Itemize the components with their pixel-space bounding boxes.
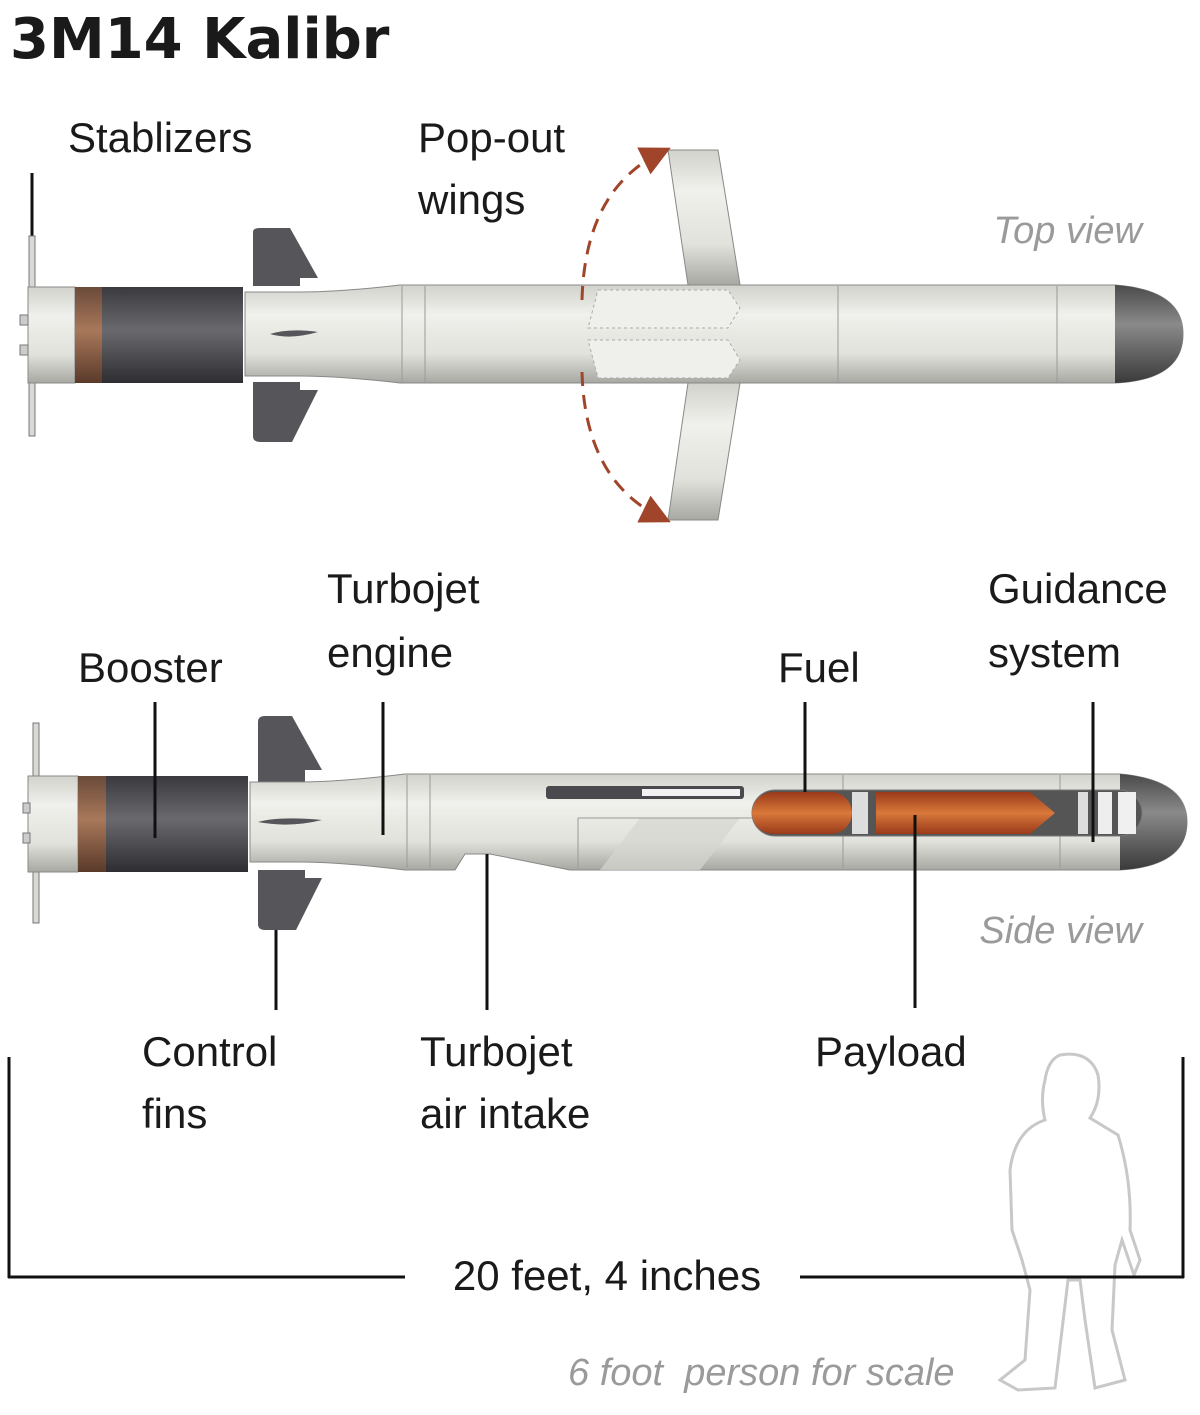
label-guidance-2: system [988,629,1121,676]
label-fins-1: Control [142,1028,277,1075]
label-engine-1: Turbojet [327,565,480,612]
person-silhouette [997,1052,1142,1392]
label-intake-1: Turbojet [420,1028,573,1075]
label-booster: Booster [78,644,223,691]
label-guidance-1: Guidance [988,565,1168,612]
side-view-label: Side view [979,910,1144,952]
booster-rings [78,776,106,872]
booster-cap [27,775,79,873]
booster [106,776,248,872]
label-wings-2: wings [417,176,525,223]
label-fins-2: fins [142,1090,207,1137]
control-fin-top [258,716,322,782]
wing-deploy-arrow-top [580,147,671,301]
side-view-missile [22,716,1188,930]
wing-deploy-arrow-bottom [580,371,671,523]
length-bracket [7,1057,1185,1279]
fuel-tank [752,792,852,834]
nose-cone [1115,285,1183,383]
label-stabilizers: Stablizers [68,114,252,161]
label-payload: Payload [815,1028,967,1075]
length-label: 20 feet, 4 inches [453,1252,761,1299]
person-scale-note: 6 foot person for scale [568,1352,955,1394]
folded-wing [587,289,741,329]
label-fuel: Fuel [778,644,860,691]
control-fin-bottom [258,870,322,930]
label-wings-1: Pop-out [418,114,565,161]
payload-warhead [876,792,1055,834]
booster-rings [75,287,103,383]
pop-out-wing-top [667,149,741,286]
booster-cap [27,286,76,384]
top-view-label: Top view [993,210,1144,252]
control-fin-top [253,228,318,286]
top-view-missile [19,147,1184,523]
control-fin-bottom [253,382,318,442]
label-intake-2: air intake [420,1090,590,1137]
pop-out-wing-bottom [667,382,741,521]
label-engine-2: engine [327,629,453,676]
booster [102,287,243,383]
diagram-title: 3M14 Kalibr [10,7,390,72]
